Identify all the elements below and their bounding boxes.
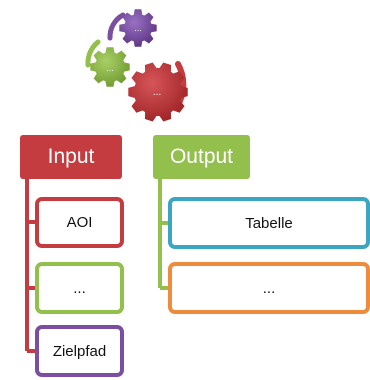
input-item-zielpfad: Zielpfad <box>35 325 124 377</box>
green-arc <box>85 39 101 68</box>
input-header: Input <box>20 135 122 179</box>
input-item-ellipsis: ... <box>35 262 124 314</box>
green-gear-icon <box>90 47 130 87</box>
output-header: Output <box>153 135 250 179</box>
green-gear-label: ... <box>106 63 114 73</box>
output-item-tabelle: Tabelle <box>168 197 370 249</box>
gear-body <box>119 9 157 47</box>
purple-gear-icon <box>119 9 157 47</box>
gear-body <box>128 62 188 122</box>
red-gear-label: ... <box>153 87 161 98</box>
input-item-aoi: AOI <box>35 197 124 248</box>
gears-icon: ... ... ... <box>85 9 188 122</box>
purple-arc <box>107 12 126 41</box>
gear-body <box>90 47 130 87</box>
red-gear-icon <box>128 62 188 122</box>
purple-gear-label: ... <box>134 23 142 33</box>
output-item-ellipsis: ... <box>168 262 370 314</box>
